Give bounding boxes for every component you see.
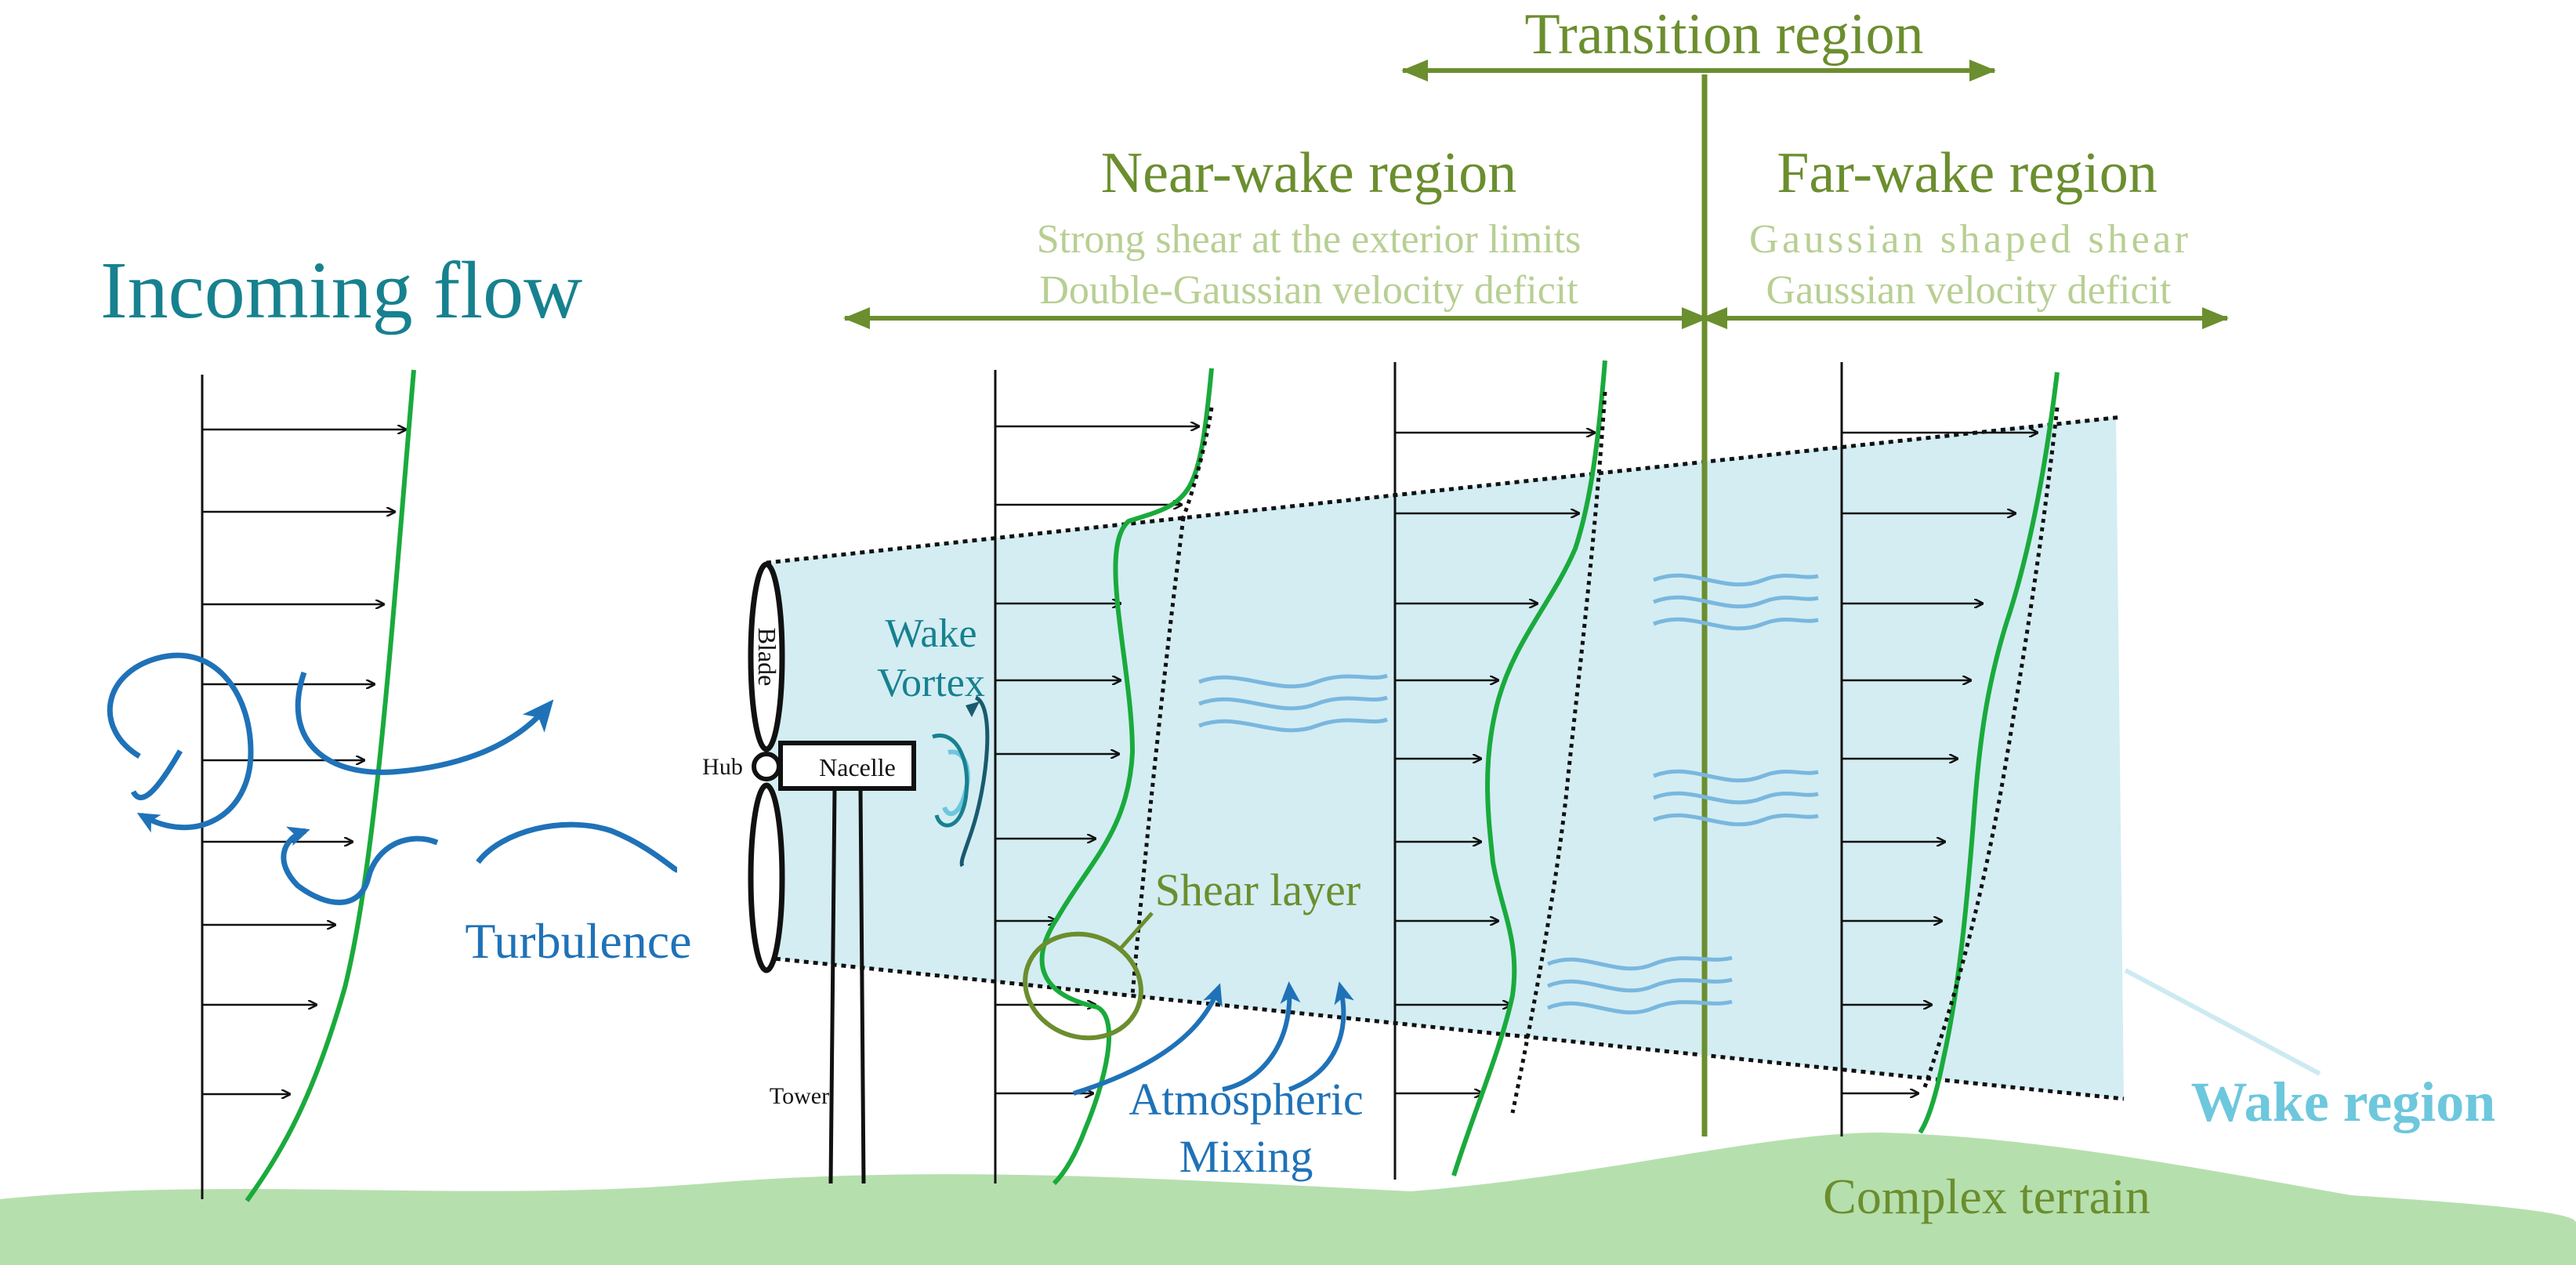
tower-label: Tower — [770, 1083, 829, 1109]
hub-label: Hub — [702, 754, 743, 780]
wake-upper-boundary — [766, 415, 2123, 565]
far-wake-desc-1: Gaussian shaped shear — [1749, 217, 2188, 262]
atmospheric-mixing-label-1: Atmospheric — [1129, 1074, 1364, 1125]
near-wake-desc-1: Strong shear at the exterior limits — [1037, 217, 1581, 262]
blade-lower — [748, 782, 785, 973]
blade-label: Blade — [753, 628, 781, 687]
nacelle — [778, 741, 916, 791]
wake-vortex-label-1: Wake — [885, 611, 976, 656]
incoming-profile — [201, 369, 416, 1202]
shear-layer-ellipse — [1023, 931, 1143, 1041]
near-wake-profile-1 — [994, 368, 1214, 1186]
wake-region-label: Wake region — [2191, 1071, 2496, 1133]
wake-region-pointer — [2124, 968, 2321, 1076]
complex-terrain-label: Complex terrain — [1823, 1169, 2150, 1224]
atmospheric-mixing-arrows — [1073, 981, 1354, 1096]
far-wake-region-label: Far-wake region — [1777, 141, 2157, 205]
far-wake-profile — [1840, 362, 2060, 1136]
blade-upper — [748, 561, 785, 752]
far-wake-desc-2: Gaussian velocity deficit — [1766, 268, 2172, 313]
nacelle-label: Nacelle — [819, 753, 896, 781]
near-wake-profile-2 — [1393, 360, 1607, 1180]
wind-turbine — [748, 561, 990, 1184]
complex-terrain — [0, 1133, 2576, 1265]
shear-layer-label: Shear layer — [1155, 864, 1360, 915]
near-wake-region-label: Near-wake region — [1101, 141, 1517, 205]
wake-lower-boundary — [766, 955, 2125, 1101]
turbulence-swirls — [107, 652, 679, 905]
hub — [752, 752, 781, 781]
transition-region-label: Transition region — [1524, 2, 1923, 67]
wake-wavy-lines — [1198, 573, 1819, 1015]
incoming-flow-label: Incoming flow — [100, 245, 582, 335]
atmospheric-mixing-label-2: Mixing — [1179, 1131, 1313, 1182]
near-wake-desc-2: Double-Gaussian velocity deficit — [1039, 268, 1578, 313]
turbulence-label: Turbulence — [465, 913, 691, 969]
wake-vortex-label-2: Vortex — [877, 661, 985, 705]
